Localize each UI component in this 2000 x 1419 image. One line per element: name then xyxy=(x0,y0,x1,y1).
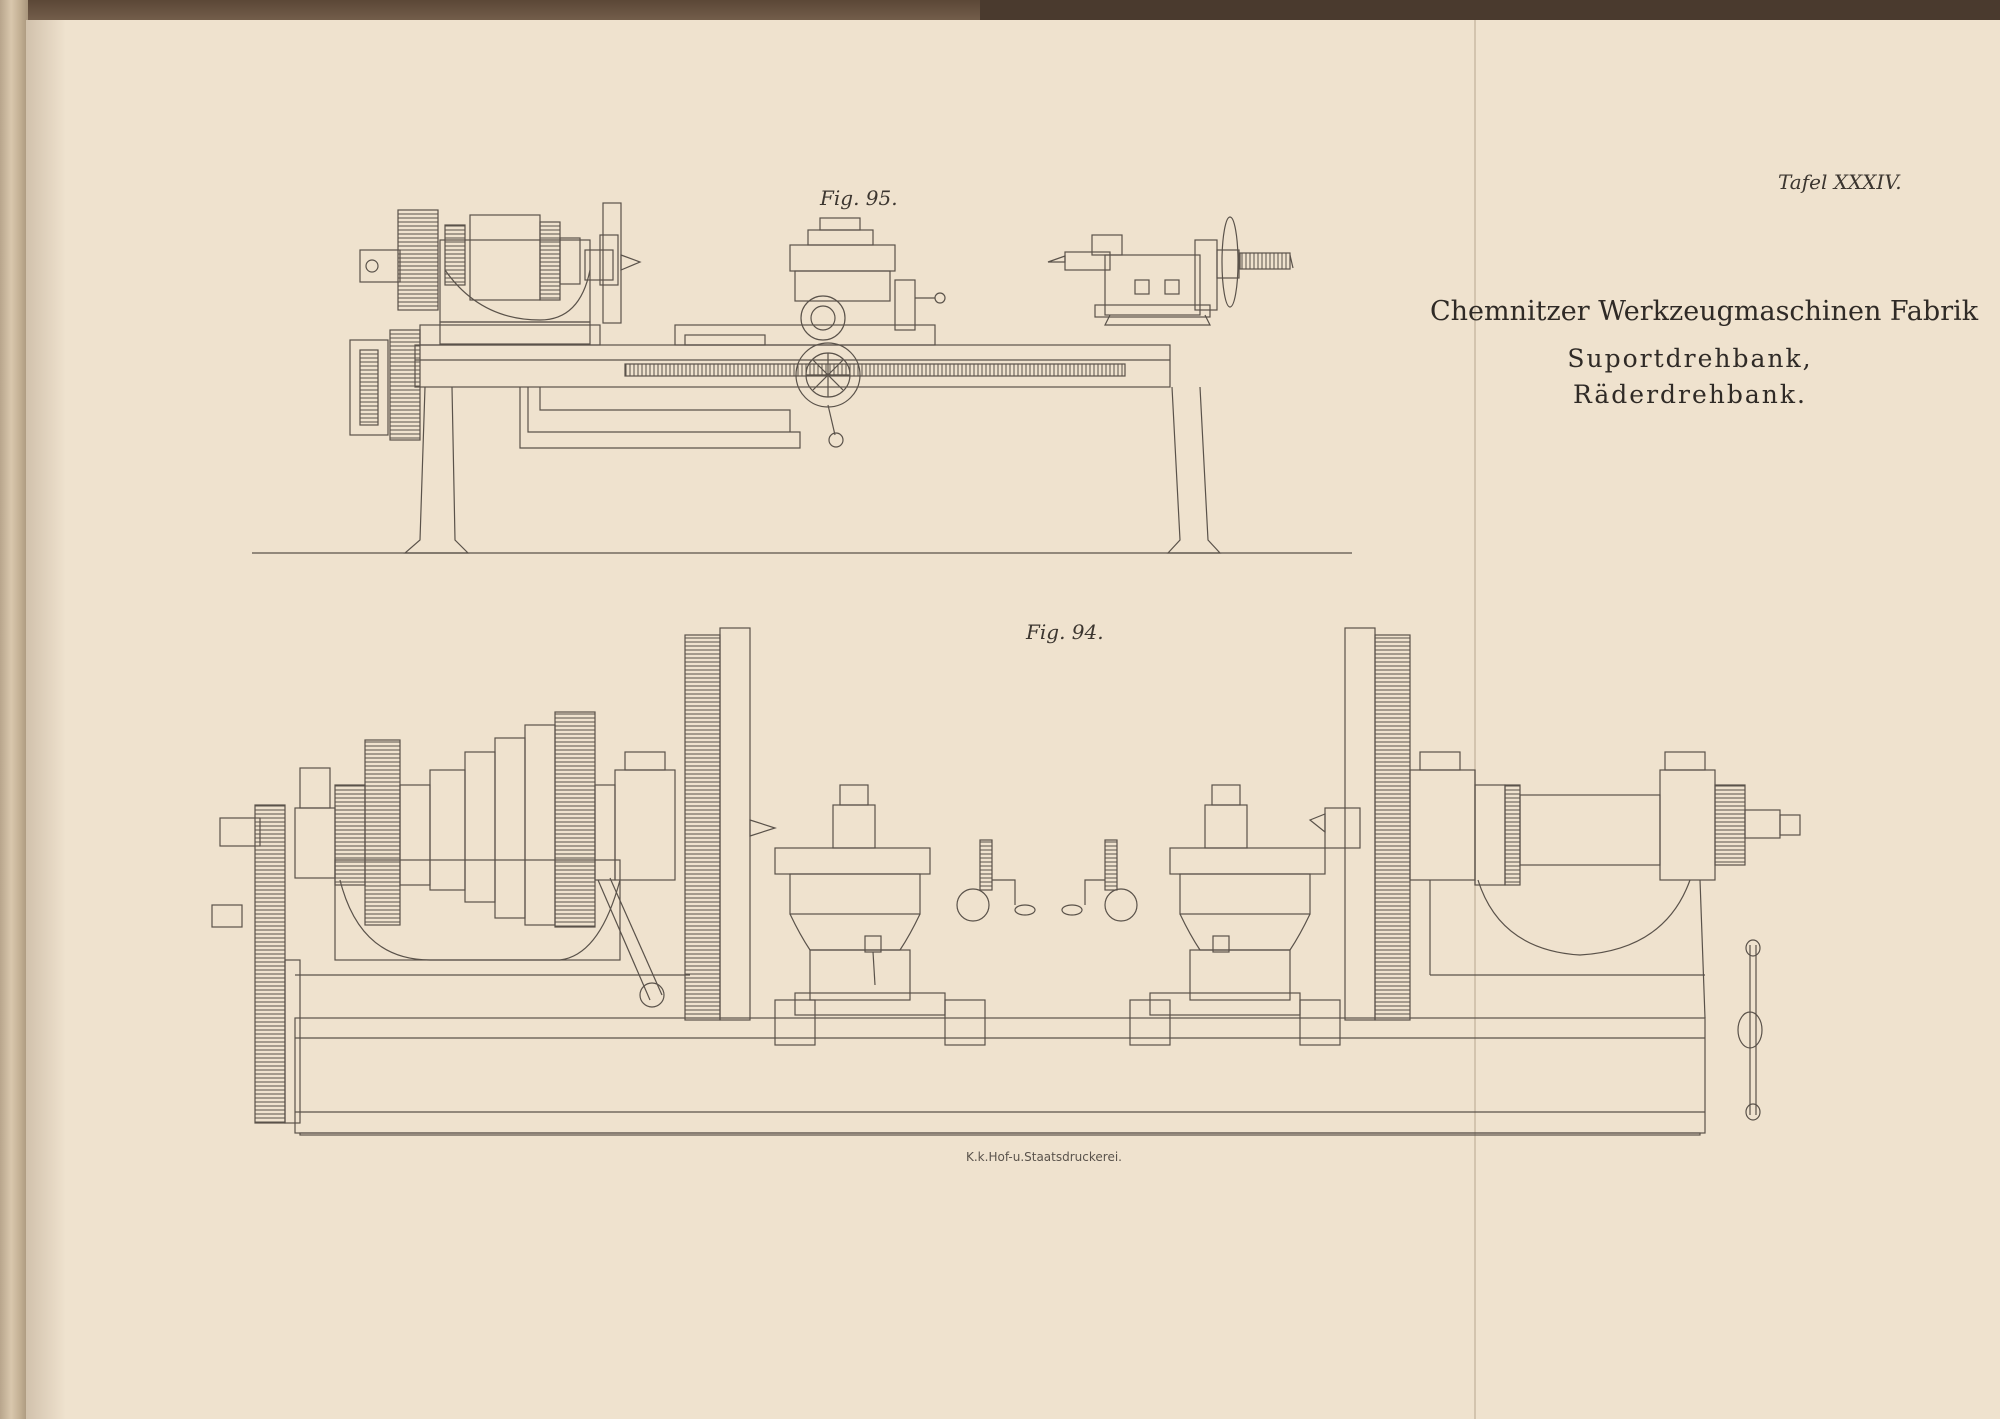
fig95-caption: Fig. 95. xyxy=(820,186,898,210)
fig94-caption: Fig. 94. xyxy=(1026,620,1104,644)
plate-page xyxy=(26,20,2000,1419)
subtitle-raederdrehbank: Räderdrehbank. xyxy=(1572,380,1807,409)
company-title: Chemnitzer Werkzeugmaschinen Fabrik xyxy=(1430,296,1979,327)
plate-number: Tafel XXXIV. xyxy=(1778,170,1902,194)
page-fold-line xyxy=(1474,20,1476,1419)
subtitle-suportdrehbank: Suportdrehbank, xyxy=(1567,344,1813,373)
fig94-lathe-drawing xyxy=(211,627,1801,1136)
fig95-lathe-drawing xyxy=(252,202,1352,554)
book-spine xyxy=(0,0,28,1419)
printer-imprint: K.k.Hof-u.Staatsdruckerei. xyxy=(966,1150,1122,1164)
